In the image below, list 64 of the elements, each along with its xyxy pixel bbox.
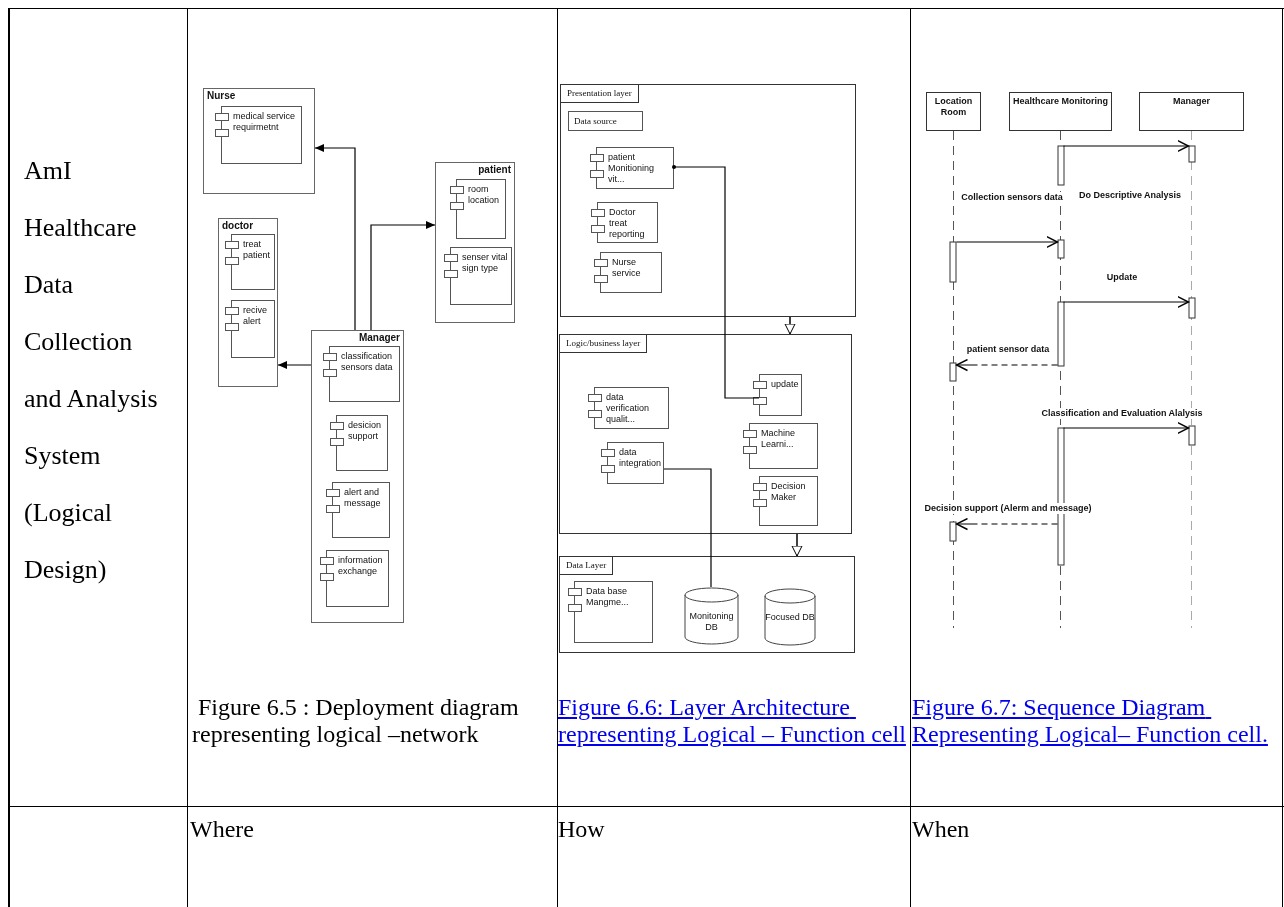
layer-package [560,84,856,317]
component-label: treat patient [243,239,272,261]
connector-arrow [955,517,1059,531]
component-label: Data base Mangme... [586,586,630,608]
component-label: classification sensors data [341,351,394,373]
component-label: Doctor treat reporting [609,207,646,240]
column-heading: How [558,816,606,843]
component-label: Machine Learni... [761,428,797,450]
node-frame [218,218,278,387]
component-label: Nurse service [612,257,642,279]
component-label: senser vital sign type [462,252,509,274]
node-title: doctor [222,220,254,231]
figure-caption: Figure 6.5 : Deployment diagram representing logical –network [192,694,520,748]
layer-package [559,556,855,653]
connector-arrow [955,235,1059,249]
component-label: alert and message [344,487,382,509]
lifeline-header: Location Room [926,92,981,131]
component-label: room location [468,184,501,206]
connector-arrow [955,358,1059,372]
figure-caption: Figure 6.6: Layer Architecture representing Logical – Function cell [558,694,907,748]
connector-arrow [784,316,796,335]
component-label: data integration [619,447,661,469]
edge-label: patient sensor data [964,344,1052,355]
component-label: recive alert [243,305,268,327]
connector-line [663,468,712,588]
layer-title: Presentation layer [560,84,639,103]
connector-arrow [277,361,312,369]
node-frame [311,330,404,623]
edge-label: Do Descriptive Analysis [1076,190,1184,201]
column-heading: Where [190,816,255,843]
component-label: data verification qualit... [606,392,651,425]
connector-arrow [1062,295,1190,309]
lifeline-header: Manager [1139,92,1244,131]
component-label: patient Monitioning vit... [608,152,656,185]
node-title: Nurse [207,90,236,101]
database-label: Focused DB [764,612,816,623]
layer-title: Logic/business layer [559,334,648,353]
layer-title: Data Layer [559,556,614,575]
data-source-frame [568,111,643,131]
column-heading: When [912,816,971,843]
edge-label: Collection sensors data [959,192,1065,203]
node-frame [435,162,515,323]
figure-caption: Figure 6.7: Sequence Diagram Representing Logical– Function cell. [912,694,1269,748]
data-source-label: Data source [574,116,617,127]
component-label: update [771,379,799,390]
lifeline-header: Healthcare Monitoring [1009,92,1112,131]
connector-arrow [314,144,356,331]
component-label: Decision Maker [771,481,807,503]
node-title: patient [478,164,511,175]
edge-label: Update [1104,272,1140,283]
connector-arrow [370,221,436,331]
node-frame [203,88,315,194]
system-title: AmI Healthcare Data Collection and Analysis System (Logical Design) [24,155,159,586]
component-label: desicion support [348,420,383,442]
component-label: medical service requirmetnt [233,111,297,133]
connector-arrow [1062,421,1190,435]
edge-label: Classification and Evaluation Alalysis [1039,408,1205,419]
connector-arrow [791,533,803,557]
node-title: Manager [358,332,400,343]
component-label: information exchange [338,555,384,577]
connector-arrow [1062,139,1190,153]
edge-label: Decision support (Alerm and message) [922,503,1094,514]
layer-package [559,334,852,534]
database-label: Monitoning DB [688,611,735,633]
